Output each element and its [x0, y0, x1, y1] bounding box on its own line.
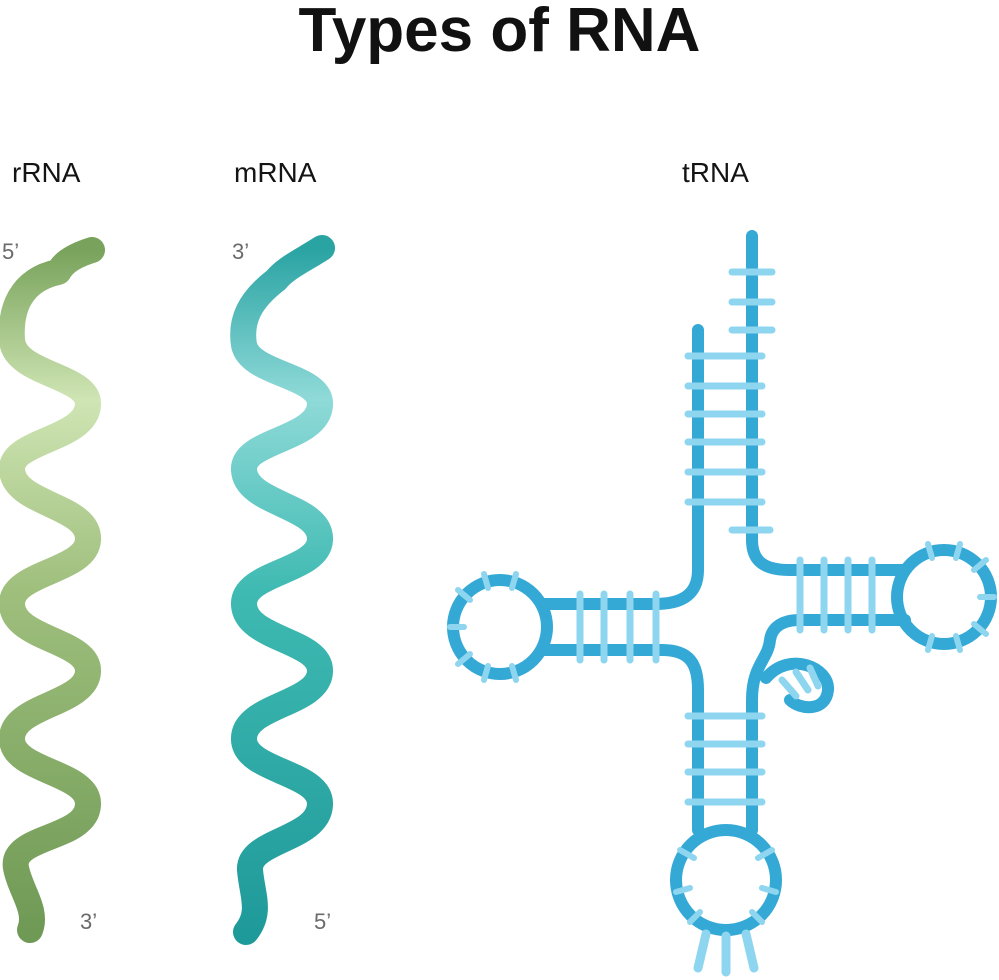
trna-anticodon-bases	[693, 929, 759, 977]
rrna-3-prime-end-label: 3’	[80, 909, 98, 934]
trna-anticodon-right-strand	[746, 614, 911, 836]
rrna-label: rRNA	[12, 157, 81, 188]
trna-d-arm-lower-strand	[539, 644, 704, 836]
trna-variable-loop	[760, 657, 834, 714]
mrna-strand	[230, 235, 335, 945]
trna-structure	[447, 230, 997, 936]
mrna-label: mRNA	[234, 157, 317, 188]
trna-base-pairs	[576, 268, 876, 806]
mrna-5-prime-end-label: 5’	[314, 909, 332, 934]
trna-loop-nucleotides	[447, 541, 997, 925]
rrna-strand	[0, 237, 105, 943]
trna-acceptor-strand-3	[746, 230, 911, 576]
trna-acceptor-strand-5	[539, 324, 704, 610]
rrna-5-prime-end-label: 5’	[2, 239, 20, 264]
trna-anticodon-loop	[670, 824, 782, 936]
trna-label: tRNA	[682, 157, 749, 188]
diagram-title: Types of RNA	[298, 0, 701, 65]
mrna-3-prime-end-label: 3’	[232, 239, 250, 264]
